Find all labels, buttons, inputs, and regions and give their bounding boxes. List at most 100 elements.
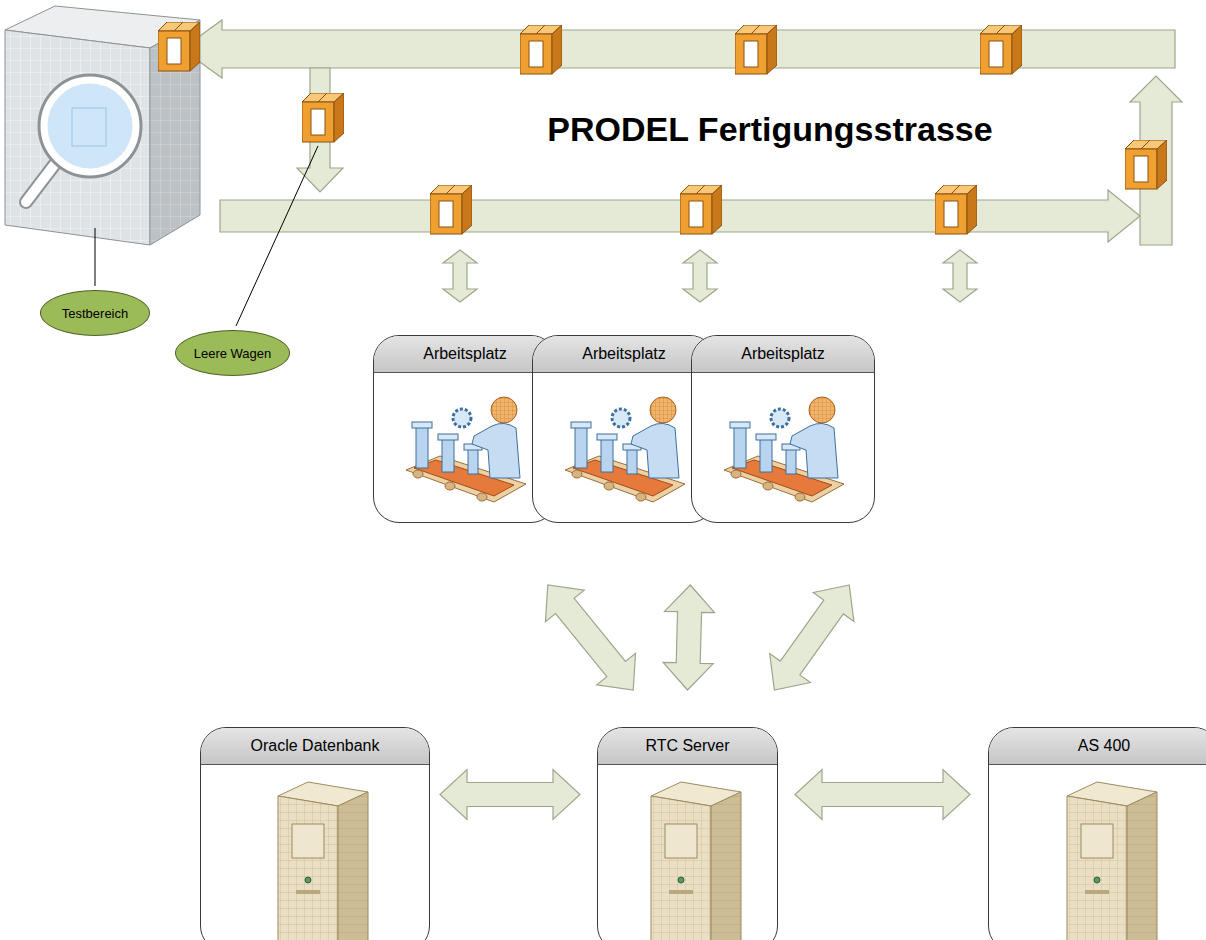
drawing-part — [1085, 890, 1109, 894]
drawing-part — [795, 493, 805, 501]
machine-front — [5, 30, 150, 245]
leader-line — [236, 146, 318, 326]
worker-icon — [400, 386, 532, 508]
box-header: RTC Server — [598, 728, 777, 765]
box-heading: Arbeitsplatz — [423, 345, 507, 362]
server-icon — [256, 780, 376, 940]
double-block-arrow — [440, 770, 580, 820]
drawing-part — [601, 438, 613, 472]
drawing-part — [651, 796, 711, 940]
drawing-part — [636, 493, 646, 501]
drawing-part — [477, 493, 487, 501]
box-header: AS 400 — [989, 728, 1206, 765]
callout-ellipse: Testbereich — [40, 290, 150, 336]
title-text: PRODEL Fertigungsstrasse — [547, 110, 992, 148]
drawing-part — [442, 438, 454, 472]
drawing-part — [665, 824, 697, 858]
box-heading: RTC Server — [645, 737, 729, 754]
server-icon — [1045, 780, 1165, 940]
system-box: Arbeitsplatz — [532, 335, 716, 523]
drawing-part — [731, 470, 741, 478]
drawing-part — [711, 792, 741, 940]
test-machine — [5, 6, 200, 245]
drawing-part — [296, 890, 320, 894]
drawing-part — [763, 482, 773, 490]
drawing-part — [1127, 792, 1157, 940]
box-heading: Arbeitsplatz — [582, 345, 666, 362]
drawing-part — [669, 890, 693, 894]
system-box: RTC Server — [597, 727, 778, 940]
drawing-part — [575, 426, 587, 468]
drawing-part — [734, 426, 746, 468]
carts — [158, 22, 1167, 234]
drawing-part — [305, 877, 311, 883]
conveyor-band — [182, 20, 1175, 78]
cart — [935, 185, 977, 234]
box-header: Oracle Datenbank — [201, 728, 429, 765]
drawing-part — [1081, 824, 1113, 858]
double-block-arrow — [795, 770, 970, 820]
drawing-part — [597, 434, 617, 440]
conveyor-band — [297, 68, 343, 192]
callout-ellipse: Leere Wagen — [175, 330, 290, 376]
magnifier-detail — [72, 108, 106, 146]
drawing-part — [760, 438, 772, 472]
station-arrows — [443, 250, 977, 302]
drawing-part — [627, 448, 637, 474]
drawing-part — [678, 877, 684, 883]
system-box: Arbeitsplatz — [691, 335, 875, 523]
drawing-part — [756, 434, 776, 440]
system-box: AS 400 — [988, 727, 1206, 940]
cart — [158, 22, 200, 71]
drawing-part — [604, 482, 614, 490]
box-heading: Arbeitsplatz — [741, 345, 825, 362]
drawing-part — [416, 426, 428, 468]
magnifier-glass — [44, 80, 136, 172]
double-block-arrow — [663, 585, 714, 690]
drawing-part — [631, 423, 679, 478]
transfer-arrow — [443, 250, 477, 302]
magnifier-ring — [43, 79, 137, 173]
drawing-part — [1094, 877, 1100, 883]
server-icon — [629, 780, 749, 940]
drawing-part — [809, 397, 835, 423]
drawing-part — [771, 409, 789, 427]
machine-side — [150, 20, 200, 245]
drawing-part — [468, 448, 478, 474]
drawing-part — [453, 409, 471, 427]
title: PRODEL Fertigungsstrasse — [460, 110, 1080, 149]
conveyor — [182, 20, 1182, 245]
box-header: Arbeitsplatz — [692, 336, 874, 373]
magnifier-handle — [26, 160, 58, 202]
box-heading: AS 400 — [1078, 737, 1130, 754]
box-header: Arbeitsplatz — [533, 336, 715, 373]
cart — [1125, 140, 1167, 189]
box-heading: Oracle Datenbank — [251, 737, 380, 754]
worker-icon — [718, 386, 850, 508]
drawing-part — [445, 482, 455, 490]
drawing-part — [292, 824, 324, 858]
drawing-part — [786, 448, 796, 474]
drawing-part — [730, 422, 750, 428]
drawing-part — [412, 422, 432, 428]
drawing-part — [413, 470, 423, 478]
drawing-part — [438, 434, 458, 440]
cart — [735, 25, 777, 74]
drawing-part — [491, 397, 517, 423]
drawing-part — [472, 423, 520, 478]
cart — [520, 25, 562, 74]
transfer-arrow — [943, 250, 977, 302]
box-header: Arbeitsplatz — [374, 336, 556, 373]
callout-label: Testbereich — [62, 306, 128, 321]
drawing-part — [571, 422, 591, 428]
system-box: Arbeitsplatz — [373, 335, 557, 523]
drawing-part — [612, 409, 630, 427]
cart — [430, 185, 472, 234]
callout-label: Leere Wagen — [194, 346, 272, 361]
double-block-arrow — [770, 585, 854, 690]
cart — [680, 185, 722, 234]
drawing-part — [338, 792, 368, 940]
cart — [980, 25, 1022, 74]
cart — [302, 93, 344, 142]
